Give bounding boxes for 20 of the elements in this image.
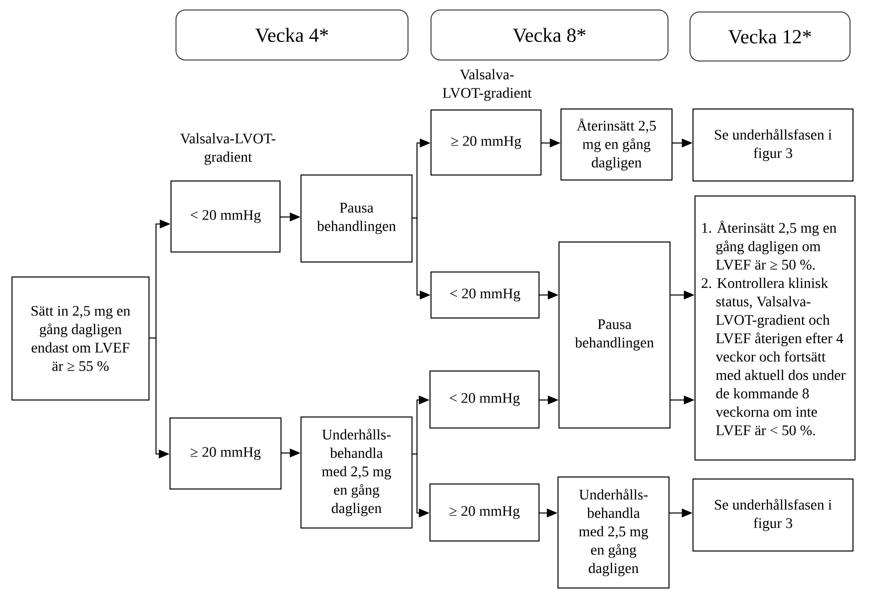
process-box: ≥ 20 mmHg: [430, 484, 540, 542]
process-box: Pausa behandlingen: [558, 242, 670, 428]
process-box: ≥ 20 mmHg: [430, 110, 542, 176]
instruction-box: 1. Återinsätt 2,5 mg en gång dagligen om LVEF är ≥ 50 %. 2. Kontrollera klinisk status, Valsalva-LVOT-gradient och LVEF återigen efter 4 veckor och fortsätt med aktuell dos under de kommande 8 veckorna om inte LVEF är < 50 %.: [694, 196, 856, 460]
process-box: Underhålls-behandla med 2,5 mg en gång dagligen: [558, 476, 670, 588]
process-box: Underhålls-behandla med 2,5 mg en gång dagligen: [300, 416, 412, 528]
process-box: < 20 mmHg: [430, 370, 540, 428]
column-label: Valsalva-LVOT-gradient: [442, 69, 532, 101]
week-header: Vecka 12*: [690, 12, 850, 62]
column-label: Valsalva-LVOT-gradient: [180, 133, 276, 165]
process-box: Se underhållsfasen i figur 3: [692, 478, 854, 552]
process-box: < 20 mmHg: [170, 180, 280, 252]
week-header: Vecka 8*: [430, 10, 668, 60]
process-box: Sätt in 2,5 mg en gång dagligen endast om LVEF är ≥ 55 %: [12, 276, 150, 400]
week-header: Vecka 4*: [176, 10, 408, 60]
process-box: Se underhållsfasen i figur 3: [692, 108, 854, 182]
process-box: < 20 mmHg: [430, 272, 540, 318]
process-box: Pausa behandlingen: [300, 174, 412, 262]
process-box: Återinsätt 2,5 mg en gång dagligen: [560, 108, 673, 180]
process-box: ≥ 20 mmHg: [170, 418, 282, 490]
